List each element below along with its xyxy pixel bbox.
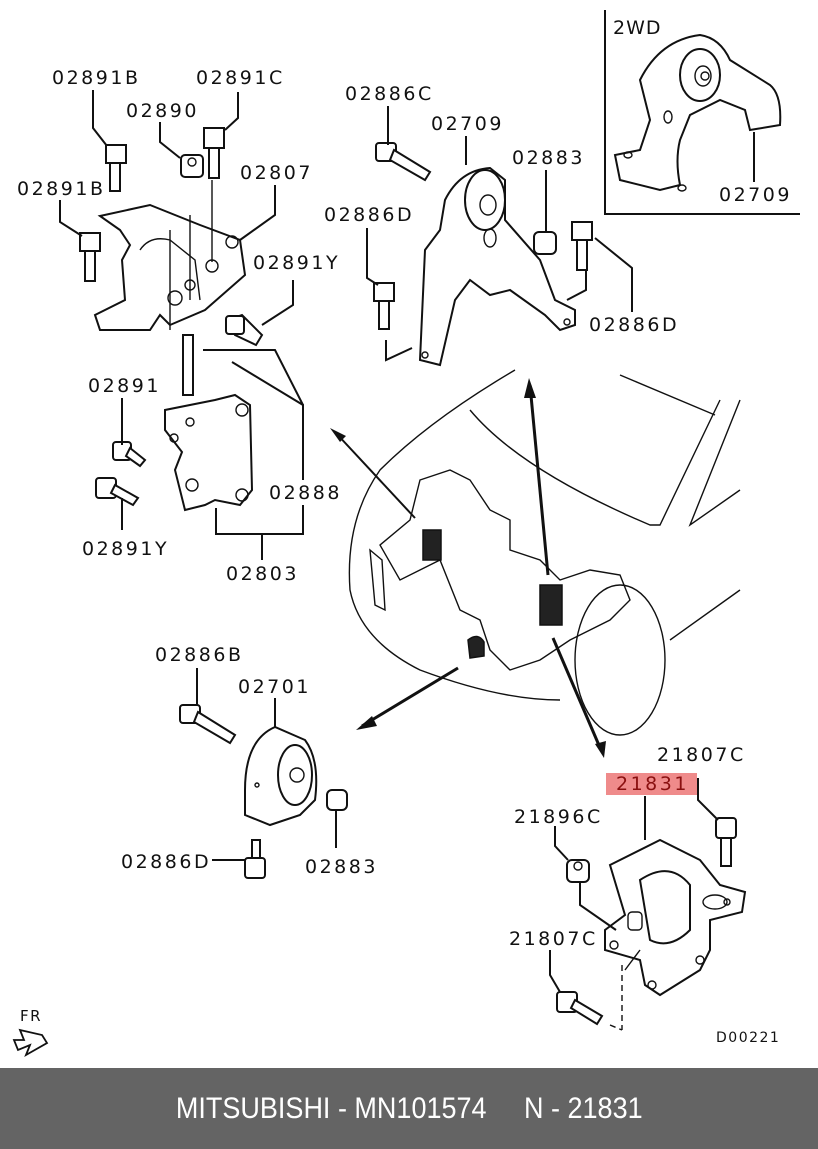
callout-02886d-right: 02886D [589, 314, 680, 336]
vehicle-engine-bay [348, 369, 741, 736]
bracket-02803 [164, 393, 254, 512]
exploded-view-drawing [12, 10, 800, 1058]
nut-02890 [180, 154, 204, 178]
callout-02886d-bottom: 02886D [121, 851, 212, 873]
bolt-02886D-right [571, 221, 593, 271]
front-arrow-icon [12, 1028, 49, 1058]
callout-02891b-top: 02891B [52, 67, 141, 89]
arrow-to-21831 [551, 637, 606, 758]
bolt-02891 [112, 441, 147, 468]
bolt-21807C-top [715, 817, 737, 867]
front-mount-02701 [244, 725, 318, 827]
bolt-02891Y-bottom [95, 477, 140, 507]
callout-02709-inset: 02709 [719, 184, 792, 206]
callout-02886b: 02886B [155, 644, 244, 666]
bolt-21807C-bottom [556, 991, 604, 1026]
arrow-to-front-mount [356, 666, 459, 730]
callout-02709-main: 02709 [431, 113, 504, 135]
inset-label-2wd: 2WD [613, 17, 662, 39]
bolt-02891B-top [105, 144, 127, 192]
callout-02891: 02891 [88, 375, 161, 397]
callout-02890: 02890 [126, 100, 199, 122]
nut-02883-top [533, 231, 557, 255]
bolt-02886D-left [373, 282, 395, 330]
callout-02807: 02807 [240, 162, 313, 184]
rear-mount-2wd-part [613, 33, 782, 192]
stud-02888 [182, 334, 194, 396]
leader-lines [59, 90, 719, 1031]
bolt-02891B-left [79, 232, 101, 282]
nut-02883-bottom [326, 789, 348, 811]
bolt-02886C [375, 142, 432, 182]
footer-part-info: MITSUBISHI - MN101574 N - 21831 [175, 1091, 643, 1125]
callout-21807c-top: 21807C [657, 744, 746, 766]
rear-mount-02709 [418, 166, 576, 367]
front-direction-label: FR [20, 1007, 43, 1025]
arrow-to-rear-mount [524, 378, 550, 576]
footer-bar: MITSUBISHI - MN101574 N - 21831 [0, 1068, 818, 1149]
bolt-02886D-bottom [244, 839, 266, 879]
callout-02891y-top: 02891Y [253, 252, 341, 274]
callout-21831-highlighted: 21831 [606, 773, 697, 795]
callout-21896c: 21896C [514, 806, 603, 828]
arrow-to-upper-mount [330, 428, 416, 519]
upper-mount-assembly [93, 180, 247, 331]
nut-21896C [566, 859, 590, 883]
callout-02883-bottom: 02883 [305, 856, 378, 878]
callout-02803: 02803 [226, 563, 299, 585]
bolt-02891C [203, 127, 225, 179]
callout-02891b-left: 02891B [17, 178, 106, 200]
bolt-02891Y-top [225, 313, 264, 347]
callout-02886c: 02886C [345, 83, 434, 105]
bolt-02886B [179, 704, 237, 745]
drawing-code: D00221 [716, 1030, 781, 1046]
callout-21807c-bottom: 21807C [509, 928, 598, 950]
callout-02891y-bottom: 02891Y [82, 538, 170, 560]
callout-02886d-left: 02886D [324, 204, 415, 226]
callout-02888: 02888 [269, 482, 342, 504]
inset-2wd-box [604, 10, 800, 215]
callout-02701: 02701 [238, 676, 311, 698]
callout-02883-top: 02883 [512, 147, 585, 169]
engine-mount-21831 [604, 838, 747, 997]
callout-02891c: 02891C [196, 67, 285, 89]
